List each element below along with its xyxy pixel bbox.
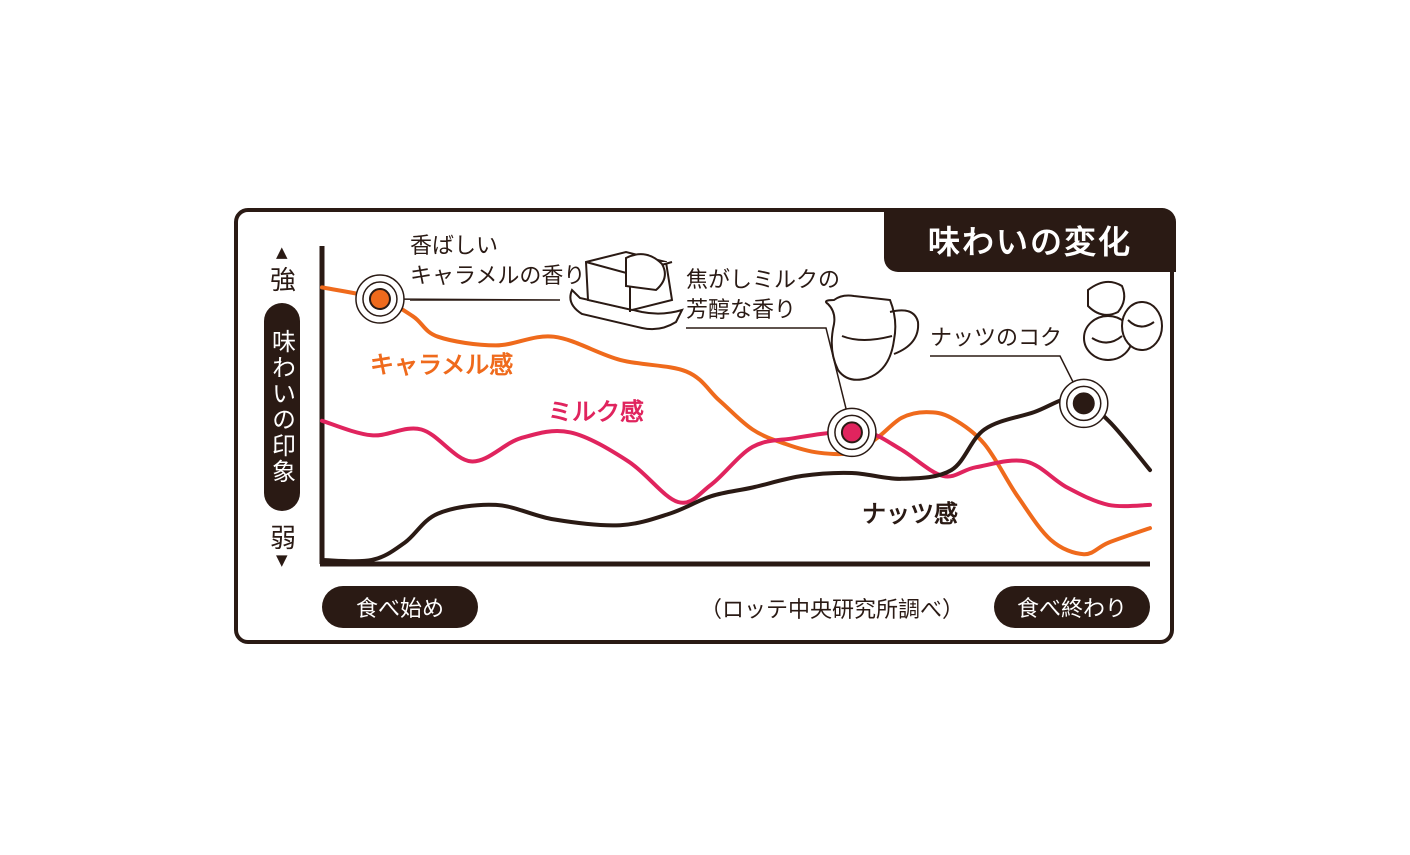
annotation-milk-line1: 焦がしミルクの: [686, 268, 841, 293]
x-start-label: 食べ始め: [322, 586, 478, 628]
hazelnut-icon: [1083, 280, 1163, 361]
series-lines: [320, 285, 1152, 564]
annotation-caramel-line2: キャラメルの香り: [410, 264, 586, 289]
marker-dot-caramel: [368, 288, 391, 310]
caramel-block-icon: [569, 250, 684, 331]
y-axis-label: 味わいの印象: [264, 303, 300, 511]
legend-nuts: ナッツ感: [862, 500, 958, 528]
leader-line-caramel: [379, 298, 561, 301]
legend-milk: ミルク感: [548, 398, 644, 426]
y-high-label: 強: [270, 266, 297, 296]
series-line-nuts: [320, 395, 1152, 564]
chart-title: 味わいの変化: [884, 208, 1176, 272]
milk-pitcher-icon: [825, 294, 920, 381]
legend-caramel: キャラメル感: [370, 351, 514, 379]
down-arrow-icon: ▼: [276, 551, 288, 569]
leader-line-milk: [686, 327, 853, 433]
series-line-milk: [320, 418, 1152, 509]
annotation-nuts-line1: ナッツのコク: [930, 326, 1063, 351]
illustrations: [569, 250, 1163, 381]
annotation-nuts: ナッツのコク: [930, 324, 1062, 354]
series-line-caramel: [320, 285, 1152, 557]
annotation-milk-line2: 芳醇な香り: [686, 298, 797, 323]
annotation-milk: 焦がしミルクの 芳醇な香り: [686, 266, 840, 326]
x-end-label: 食べ終わり: [994, 586, 1150, 628]
marker-dot-milk: [840, 421, 863, 444]
y-low-label: 弱: [270, 524, 297, 554]
up-arrow-icon: ▲: [276, 243, 288, 261]
annotation-caramel-line1: 香ばしい: [410, 234, 499, 259]
source-note: （ロッテ中央研究所調べ）: [700, 598, 965, 623]
marker-dot-nuts: [1072, 392, 1095, 415]
annotation-caramel: 香ばしい キャラメルの香り: [410, 232, 585, 292]
annotation-markers: [355, 274, 1109, 458]
axes: [319, 246, 1150, 567]
